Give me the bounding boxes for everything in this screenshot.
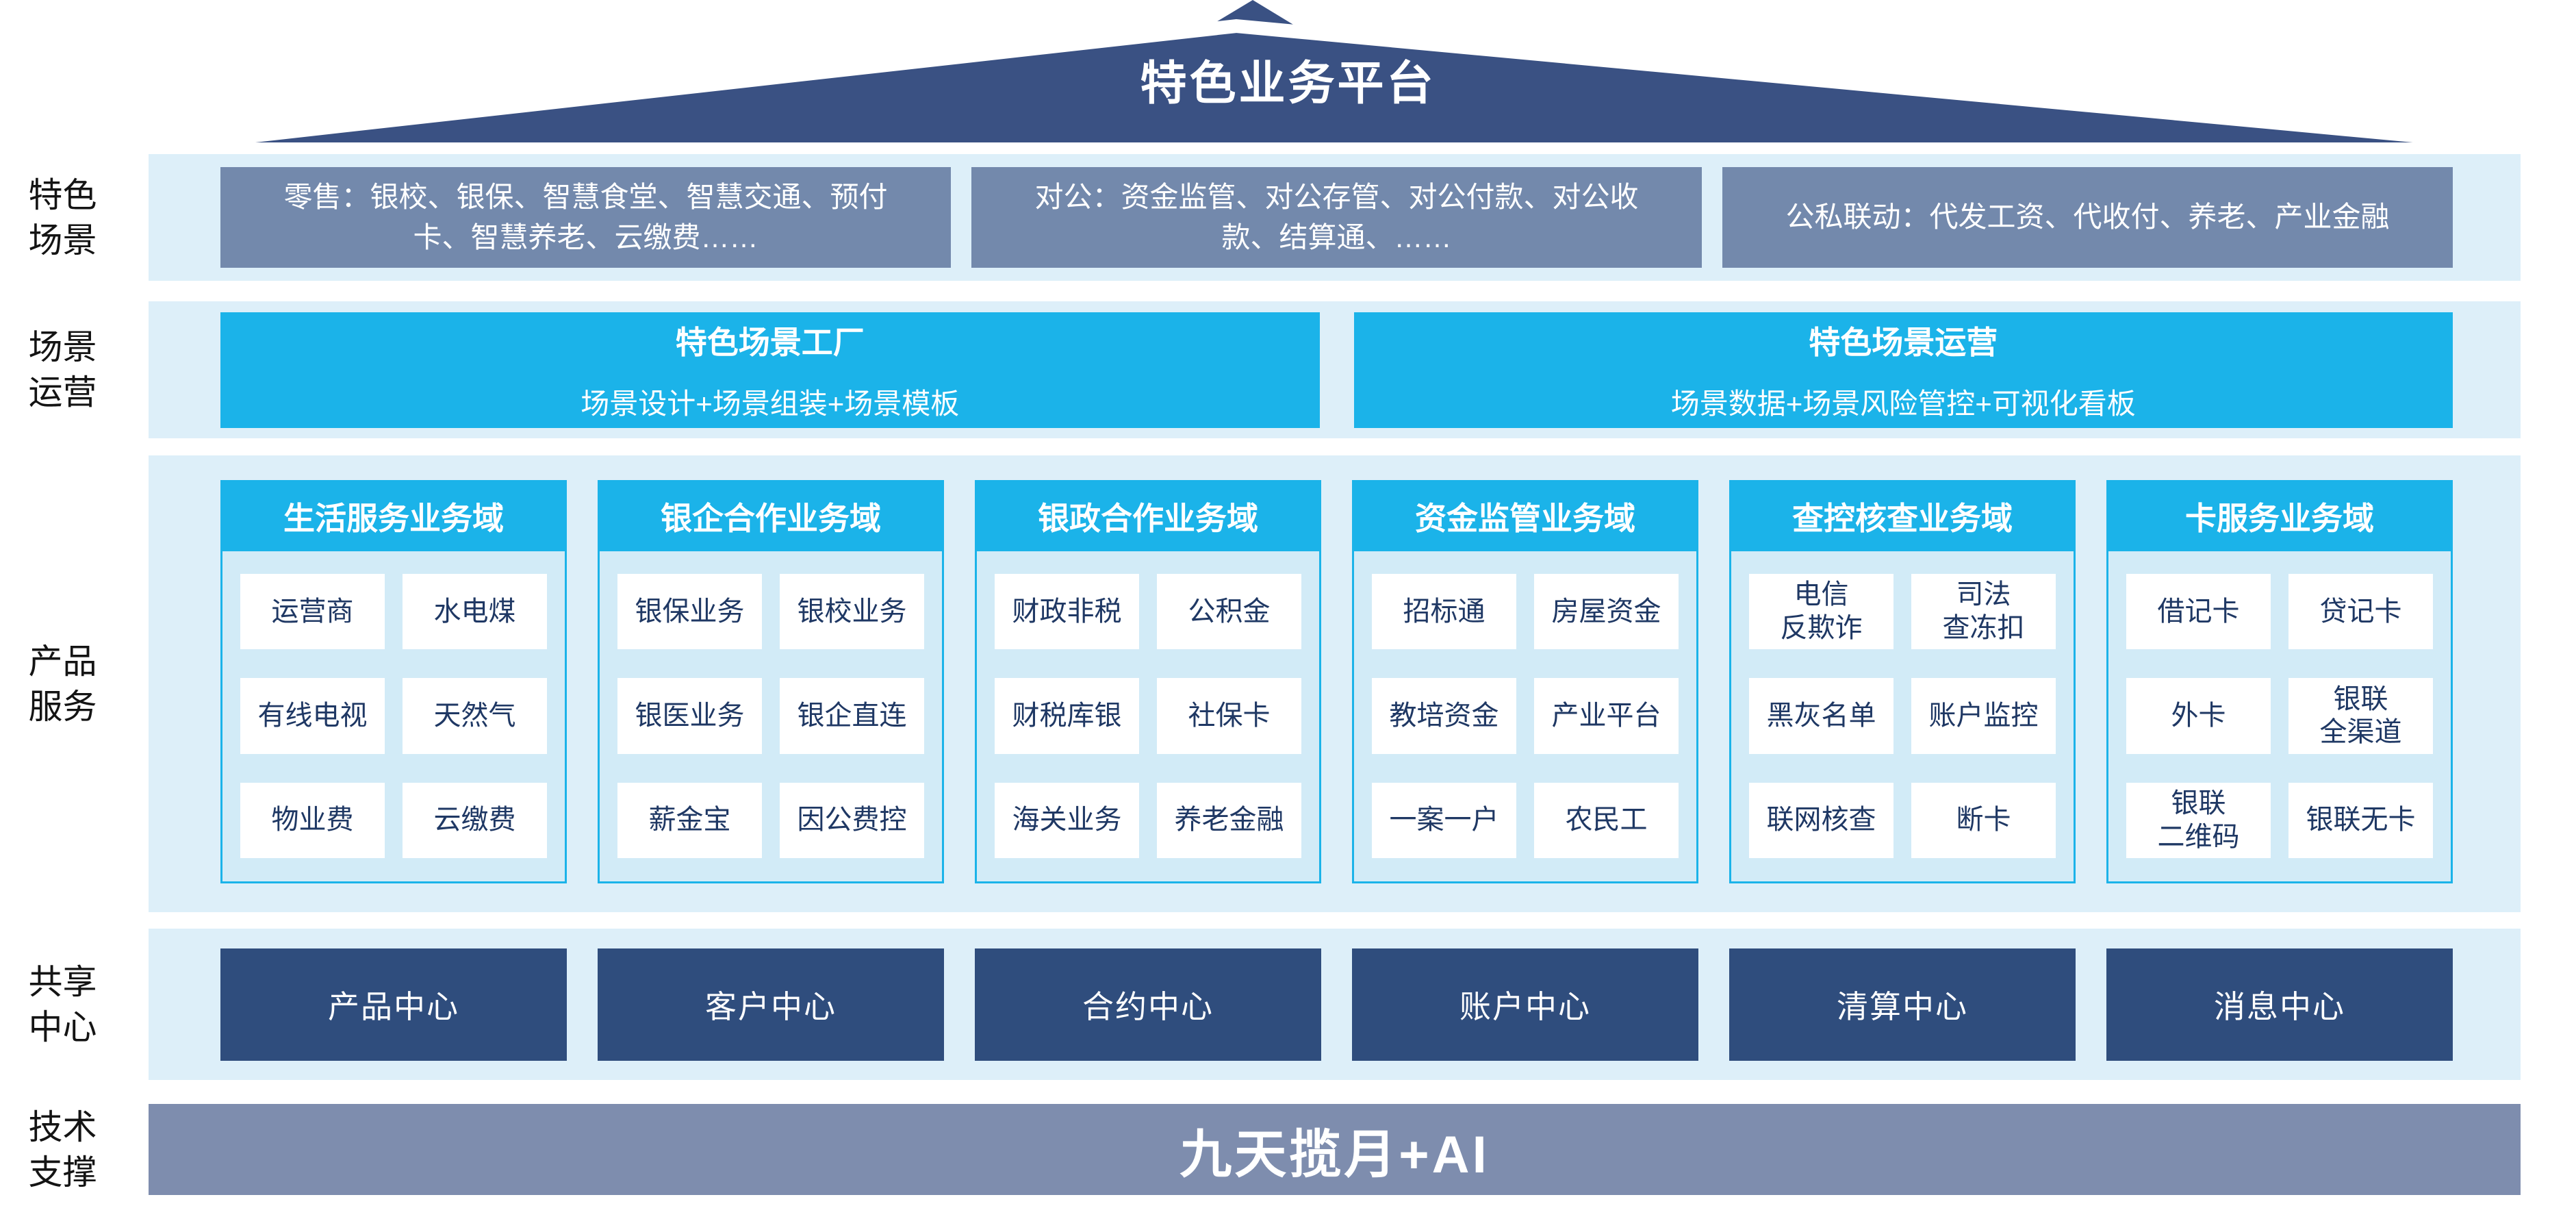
domain-item: 黑灰名单 <box>1749 678 1893 754</box>
page-title: 特色业务平台 <box>1140 58 1436 110</box>
domain-item: 财政非税 <box>995 574 1139 650</box>
row-products: 产品 服务 生活服务业务域 运营商 水电煤 有线电视 天然气 物业费 云缴费 银… <box>0 455 2576 912</box>
domain-item: 电信 反欺诈 <box>1749 574 1893 650</box>
domain-item: 银联无卡 <box>2288 782 2433 858</box>
domain-item: 产业平台 <box>1534 678 1679 754</box>
scene-box-corporate: 对公：资金监管、对公存管、对公付款、对公收款、结算通、…… <box>971 167 1702 268</box>
domain-item: 贷记卡 <box>2288 574 2433 650</box>
scene-box-retail: 零售：银校、银保、智慧食堂、智慧交通、预付卡、智慧养老、云缴费…… <box>220 167 951 268</box>
domain-body: 借记卡 贷记卡 外卡 银联 全渠道 银联 二维码 银联无卡 <box>2108 551 2451 881</box>
domain-item: 物业费 <box>240 782 385 858</box>
domain-header: 资金监管业务域 <box>1353 481 1697 551</box>
row-label-operations: 场景 运营 <box>28 328 97 412</box>
op-box-scene-operation: 特色场景运营 场景数据+场景风险管控+可视化看板 <box>1353 312 2453 428</box>
row-shared-centers: 共享 中心 产品中心 客户中心 合约中心 账户中心 清算中心 消息中心 <box>0 929 2576 1080</box>
shared-centers-body: 产品中心 客户中心 合约中心 账户中心 清算中心 消息中心 <box>149 929 2521 1080</box>
domain-body: 财政非税 公积金 财税库银 社保卡 海关业务 养老金融 <box>977 551 1319 881</box>
scenes-body: 零售：银校、银保、智慧食堂、智慧交通、预付卡、智慧养老、云缴费…… 对公：资金监… <box>149 154 2521 281</box>
domain-fund-supervision: 资金监管业务域 招标通 房屋资金 教培资金 产业平台 一案一户 农民工 <box>1352 480 1698 883</box>
domain-inspection-verification: 查控核查业务域 电信 反欺诈 司法 查冻扣 黑灰名单 账户监控 联网核查 断卡 <box>1729 480 2076 883</box>
domain-item: 房屋资金 <box>1534 574 1679 650</box>
domain-item: 账户监控 <box>1911 678 2056 754</box>
domain-body: 银保业务 银校业务 银医业务 银企直连 薪金宝 因公费控 <box>600 551 942 881</box>
center-box-contract: 合约中心 <box>975 948 1321 1061</box>
tech-support-bar: 九天揽月+AI <box>149 1104 2521 1195</box>
domain-body: 运营商 水电煤 有线电视 天然气 物业费 云缴费 <box>222 551 565 881</box>
domain-card-services: 卡服务业务域 借记卡 贷记卡 外卡 银联 全渠道 银联 二维码 银联无卡 <box>2106 480 2453 883</box>
domain-life-services: 生活服务业务域 运营商 水电煤 有线电视 天然气 物业费 云缴费 <box>220 480 567 883</box>
op-title: 特色场景工厂 <box>675 324 865 360</box>
tech-platform-name: 九天揽月+AI <box>1179 1125 1490 1184</box>
row-label-tech-support: 技术 支撑 <box>28 1107 97 1192</box>
op-box-scene-factory: 特色场景工厂 场景设计+场景组装+场景模板 <box>220 312 1320 428</box>
domain-item: 养老金融 <box>1157 782 1301 858</box>
domain-item: 财税库银 <box>995 678 1139 754</box>
row-label-products: 产品 服务 <box>28 642 97 726</box>
domain-item: 借记卡 <box>2126 574 2271 650</box>
domain-item: 一案一户 <box>1372 782 1516 858</box>
domain-item: 银联 全渠道 <box>2288 678 2433 754</box>
center-box-clearing: 清算中心 <box>1729 948 2076 1061</box>
domain-item: 运营商 <box>240 574 385 650</box>
center-box-message: 消息中心 <box>2106 948 2453 1061</box>
domain-bank-government: 银政合作业务域 财政非税 公积金 财税库银 社保卡 海关业务 养老金融 <box>975 480 1321 883</box>
domain-item: 银医业务 <box>617 678 762 754</box>
domain-item: 公积金 <box>1157 574 1301 650</box>
domain-header: 卡服务业务域 <box>2108 481 2451 551</box>
domain-header: 查控核查业务域 <box>1731 481 2074 551</box>
domain-item: 教培资金 <box>1372 678 1516 754</box>
domain-item: 水电煤 <box>403 574 547 650</box>
domain-item: 社保卡 <box>1157 678 1301 754</box>
products-body: 生活服务业务域 运营商 水电煤 有线电视 天然气 物业费 云缴费 银企合作业务域… <box>149 455 2521 912</box>
op-title: 特色场景运营 <box>1809 324 1998 360</box>
center-box-customer: 客户中心 <box>598 948 944 1061</box>
domain-item: 天然气 <box>403 678 547 754</box>
operations-body: 特色场景工厂 场景设计+场景组装+场景模板 特色场景运营 场景数据+场景风险管控… <box>149 301 2521 438</box>
domain-header: 银政合作业务域 <box>976 481 1320 551</box>
domain-item: 银校业务 <box>780 574 924 650</box>
domain-item: 银企直连 <box>780 678 924 754</box>
domain-item: 因公费控 <box>780 782 924 858</box>
domain-item: 银保业务 <box>617 574 762 650</box>
row-scenes: 特色 场景 零售：银校、银保、智慧食堂、智慧交通、预付卡、智慧养老、云缴费…… … <box>0 154 2576 281</box>
scene-box-public-private: 公私联动：代发工资、代收付、养老、产业金融 <box>1722 167 2453 268</box>
domain-item: 银联 二维码 <box>2126 782 2271 858</box>
domain-bank-enterprise: 银企合作业务域 银保业务 银校业务 银医业务 银企直连 薪金宝 因公费控 <box>598 480 944 883</box>
domain-item: 联网核查 <box>1749 782 1893 858</box>
row-label-scenes: 特色 场景 <box>28 175 97 260</box>
op-subtitle: 场景设计+场景组装+场景模板 <box>581 387 960 420</box>
domain-item: 有线电视 <box>240 678 385 754</box>
roof-banner <box>131 0 2561 147</box>
domain-item: 断卡 <box>1911 782 2056 858</box>
row-operations: 场景 运营 特色场景工厂 场景设计+场景组装+场景模板 特色场景运营 场景数据+… <box>0 301 2576 438</box>
domain-body: 招标通 房屋资金 教培资金 产业平台 一案一户 农民工 <box>1354 551 1696 881</box>
roof-triangle <box>131 18 2561 147</box>
domain-item: 外卡 <box>2126 678 2271 754</box>
row-tech-support: 技术 支撑 九天揽月+AI <box>0 1104 2576 1195</box>
domain-item: 招标通 <box>1372 574 1516 650</box>
domain-body: 电信 反欺诈 司法 查冻扣 黑灰名单 账户监控 联网核查 断卡 <box>1731 551 2074 881</box>
domain-item: 薪金宝 <box>617 782 762 858</box>
domain-item: 农民工 <box>1534 782 1679 858</box>
domain-item: 云缴费 <box>403 782 547 858</box>
row-label-shared-centers: 共享 中心 <box>28 962 97 1046</box>
center-box-product: 产品中心 <box>220 948 567 1061</box>
domain-item: 海关业务 <box>995 782 1139 858</box>
center-box-account: 账户中心 <box>1352 948 1698 1061</box>
domain-item: 司法 查冻扣 <box>1911 574 2056 650</box>
domain-header: 银企合作业务域 <box>599 481 943 551</box>
op-subtitle: 场景数据+场景风险管控+可视化看板 <box>1670 387 2136 420</box>
domain-header: 生活服务业务域 <box>222 481 565 551</box>
